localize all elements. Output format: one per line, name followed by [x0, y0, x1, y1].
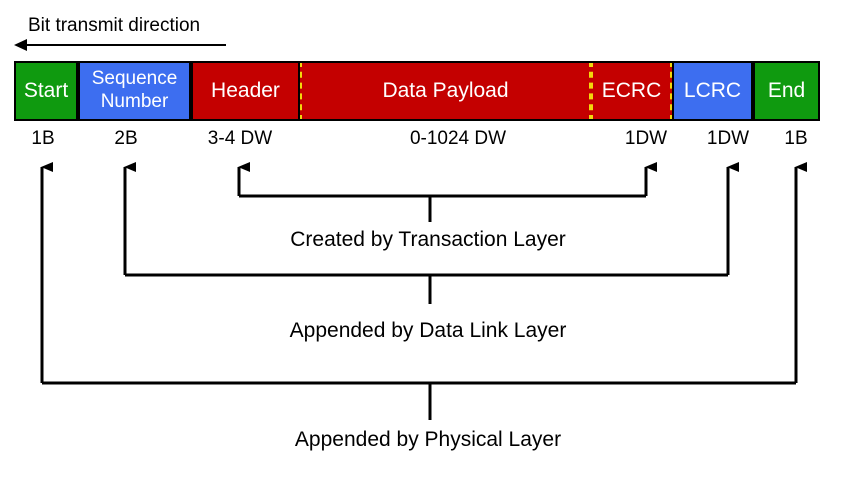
field-header-label: Header	[211, 79, 280, 103]
transaction-layer-label: Created by Transaction Layer	[290, 228, 566, 251]
data-link-layer-label: Appended by Data Link Layer	[289, 319, 567, 342]
field-lcrc: LCRC	[672, 61, 753, 121]
data-link-layer-bracket	[123, 162, 739, 304]
field-data-payload-label: Data Payload	[382, 79, 509, 103]
left-arrow-icon	[14, 39, 226, 51]
physical-layer-bracket	[40, 162, 807, 420]
transaction-layer-bracket	[237, 162, 657, 222]
size-lcrc: 1DW	[706, 128, 750, 149]
physical-layer-label: Appended by Physical Layer	[294, 428, 562, 451]
size-header: 3-4 DW	[207, 128, 273, 149]
size-start: 1B	[31, 128, 55, 149]
size-sequence-number: 2B	[114, 128, 138, 149]
field-start-label: Start	[23, 79, 69, 103]
field-lcrc-label: LCRC	[683, 79, 742, 103]
field-start: Start	[14, 61, 78, 121]
field-header: Header	[191, 61, 300, 121]
size-end: 1B	[784, 128, 808, 149]
size-ecrc: 1DW	[624, 128, 668, 149]
field-ecrc-label: ECRC	[601, 79, 662, 103]
field-sequence-number-label: Sequence Number	[91, 68, 178, 112]
tlp-packet: Start Sequence Number Header Data Payloa…	[14, 61, 820, 121]
size-data-payload: 0-1024 DW	[409, 128, 507, 149]
field-data-payload: Data Payload	[300, 61, 591, 121]
field-end-label: End	[767, 79, 806, 103]
direction-label: Bit transmit direction	[28, 15, 201, 36]
